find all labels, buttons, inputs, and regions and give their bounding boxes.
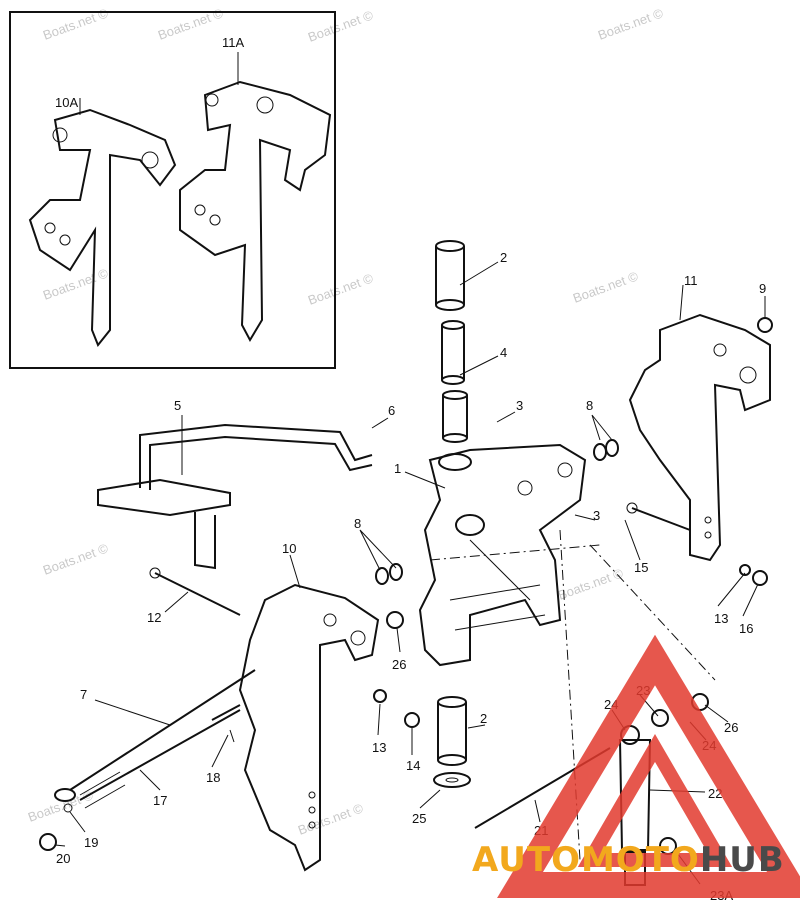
bracket-11a-drawing — [179, 80, 332, 343]
bushing-2-bottom — [437, 696, 467, 766]
part-label: 20 — [56, 851, 70, 866]
inset-label: 11A — [222, 35, 244, 50]
part-label: 13 — [372, 740, 386, 755]
part-label: 16 — [739, 621, 753, 636]
swivel-bracket-1 — [418, 443, 587, 667]
part-label: 9 — [759, 281, 766, 296]
automotohub-logo-triangle — [497, 634, 800, 898]
part-label: 7 — [80, 687, 87, 702]
bushing-4 — [441, 320, 468, 443]
part-label: 4 — [500, 345, 507, 360]
washers-8-right — [593, 439, 619, 461]
bolt-15 — [626, 502, 691, 531]
logo-text-hub: HUB — [699, 840, 785, 880]
pin-18 — [211, 704, 241, 743]
washer-25 — [433, 772, 471, 788]
part-label: 13 — [714, 611, 728, 626]
clamp-bracket-11 — [628, 313, 771, 562]
watermark-text: Boats.net © — [571, 268, 641, 306]
watermark-text: Boats.net © — [556, 565, 626, 603]
watermark-text: Boats.net © — [41, 5, 111, 43]
part-label: 6 — [388, 403, 395, 418]
part-label: 5 — [174, 398, 181, 413]
tilt-lock-bar-5 — [97, 423, 373, 570]
watermark-text: Boats.net © — [41, 540, 111, 578]
watermark-text: Boats.net © — [26, 787, 96, 825]
part-label: 3 — [516, 398, 523, 413]
part-label: 8 — [354, 516, 361, 531]
watermark-text: Boats.net © — [41, 265, 111, 303]
part-label: 3 — [593, 508, 600, 523]
part-label: 18 — [206, 770, 220, 785]
part-label: 15 — [634, 560, 648, 575]
part-label: 2 — [500, 250, 507, 265]
leader-lines — [54, 261, 766, 885]
part-label: 1 — [394, 461, 401, 476]
clamp-bracket-10 — [238, 583, 380, 872]
watermark-text: Boats.net © — [306, 270, 376, 308]
rod-7 — [54, 669, 256, 802]
watermark-text: Boats.net © — [596, 5, 666, 43]
part-label: 2 — [480, 711, 487, 726]
bolt-12 — [149, 567, 241, 616]
bushing-2-top — [435, 240, 465, 311]
automotohub-logo-text: AUTOMOTOHUB — [472, 842, 785, 878]
watermark-text: Boats.net © — [296, 800, 366, 838]
rod-17 — [79, 709, 241, 809]
part-label: 10 — [282, 541, 296, 556]
part-label: 26 — [392, 657, 406, 672]
watermarks: Boats.net © Boats.net © Boats.net © Boats.n… — [26, 5, 666, 838]
inset-label: 10A — [55, 95, 78, 110]
part-label: 12 — [147, 610, 161, 625]
nuts — [39, 317, 773, 851]
part-label: 19 — [84, 835, 98, 850]
part-label: 17 — [153, 793, 167, 808]
part-label: 25 — [412, 811, 426, 826]
part-label: 11 — [684, 273, 698, 288]
part-label: 14 — [406, 758, 420, 773]
bracket-10a-drawing — [28, 108, 177, 347]
part-label: 8 — [586, 398, 593, 413]
logo-text-automoto: AUTOMOTO — [472, 840, 700, 880]
inset-box — [9, 11, 336, 369]
washers-8-left — [375, 563, 403, 585]
watermark-text: Boats.net © — [156, 5, 226, 43]
part-label: 26 — [724, 720, 738, 735]
